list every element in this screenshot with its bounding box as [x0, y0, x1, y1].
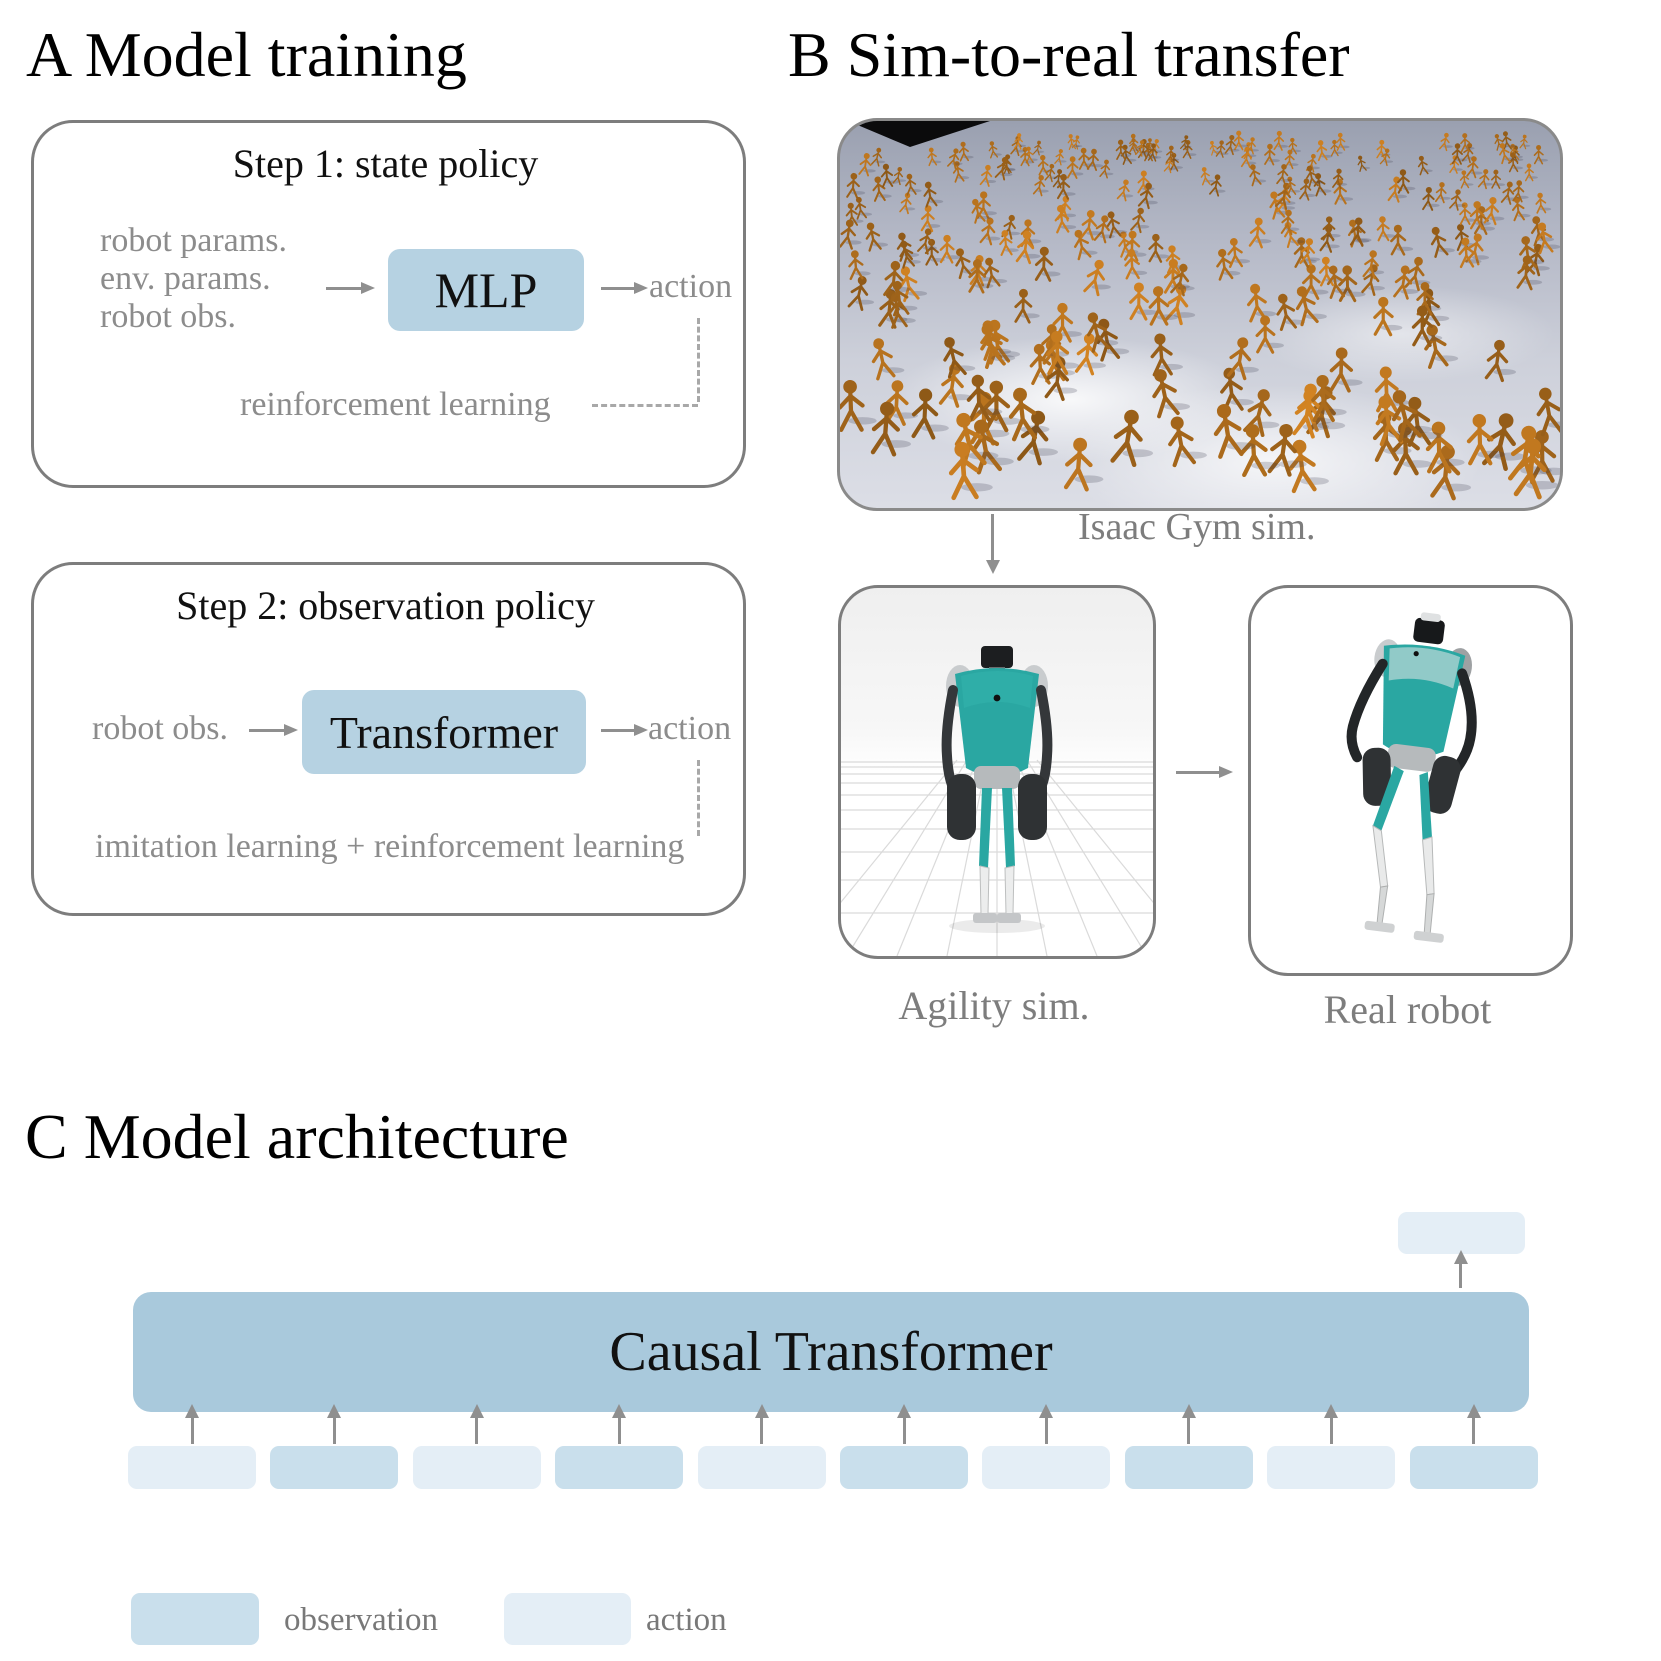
action-token: [697, 1446, 826, 1489]
transformer-block: Transformer: [302, 690, 586, 774]
step2-method-label: imitation learning + reinforcement learn…: [95, 828, 685, 865]
observation-token: [270, 1446, 399, 1489]
step2-heading: Step 2: observation policy: [176, 583, 595, 628]
isaac-humanoids: [840, 121, 1560, 501]
token-input-arrow-icon: [612, 1404, 627, 1444]
step1-input-arrow-icon: [326, 282, 375, 294]
output-action-token: [1398, 1212, 1525, 1254]
causal-transformer-block: Causal Transformer: [133, 1292, 1529, 1412]
token-input-arrow-icon: [469, 1404, 484, 1444]
step1-feedback-line-horizontal: [592, 404, 698, 407]
step1-input-2: env. params.: [100, 260, 271, 297]
token-input-arrow-icon: [897, 1404, 911, 1444]
token-input-arrow-icon: [1039, 1404, 1054, 1444]
step1-action-label: action: [649, 268, 733, 305]
step2-input-label: robot obs.: [92, 710, 228, 747]
token-input-arrow-icon: [327, 1404, 342, 1444]
token-input-arrow-icon: [185, 1404, 199, 1444]
isaac-gym-caption: Isaac Gym sim.: [1078, 506, 1316, 548]
step1-output-arrow-icon: [601, 282, 648, 294]
step1-inputs: robot params. env. params. robot obs.: [100, 222, 287, 336]
sim-transfer-down-arrow-icon: [985, 514, 1000, 574]
token-input-arrow-icon: [1181, 1404, 1196, 1444]
agility-sim-caption: Agility sim.: [898, 983, 1090, 1028]
real-robot-panel: [1248, 585, 1573, 976]
observation-token: [840, 1446, 968, 1489]
token-input-arrow-icon: [1324, 1404, 1339, 1444]
digit-robot-front: [941, 646, 1053, 933]
step1-input-1: robot params.: [100, 222, 287, 259]
real-robot-image: [1346, 612, 1477, 943]
output-arrow-icon: [1453, 1250, 1468, 1288]
step2-input-arrow-icon: [249, 724, 298, 736]
action-token: [128, 1446, 256, 1489]
section-c-title: C Model architecture: [25, 1101, 569, 1172]
step1-heading: Step 1: state policy: [232, 141, 539, 186]
legend-observation-swatch: [131, 1593, 259, 1645]
token-input-arrow-icon: [1466, 1404, 1481, 1444]
step2-feedback-line-vertical: [697, 760, 700, 836]
sim-to-real-arrow-icon: [1176, 766, 1233, 778]
observation-token: [1124, 1446, 1253, 1489]
action-token: [1267, 1446, 1396, 1489]
legend-observation-label: observation: [284, 1602, 438, 1638]
agility-sim-panel: [838, 585, 1156, 959]
digit-robot-sim-image: [841, 646, 1153, 956]
token-input-arrow-icon: [754, 1404, 769, 1444]
step1-input-3: robot obs.: [100, 298, 236, 335]
digit-robot-real: [1346, 612, 1477, 943]
real-robot-caption: Real robot: [1323, 987, 1492, 1032]
sky-wedge: [848, 121, 990, 147]
action-token: [982, 1446, 1111, 1489]
observation-token: [555, 1446, 684, 1489]
step2-action-label: action: [648, 710, 732, 747]
step1-feedback-line-vertical: [697, 318, 700, 402]
legend-action-label: action: [646, 1602, 727, 1638]
step1-method-label: reinforcement learning: [240, 386, 551, 423]
section-a-title: A Model training: [26, 19, 467, 90]
legend-action-swatch: [504, 1593, 631, 1645]
section-b-title: B Sim-to-real transfer: [788, 19, 1350, 90]
mlp-block: MLP: [388, 249, 584, 331]
action-token: [412, 1446, 541, 1489]
isaac-gym-image: [837, 118, 1563, 511]
step2-output-arrow-icon: [601, 724, 648, 736]
observation-token: [1409, 1446, 1538, 1489]
